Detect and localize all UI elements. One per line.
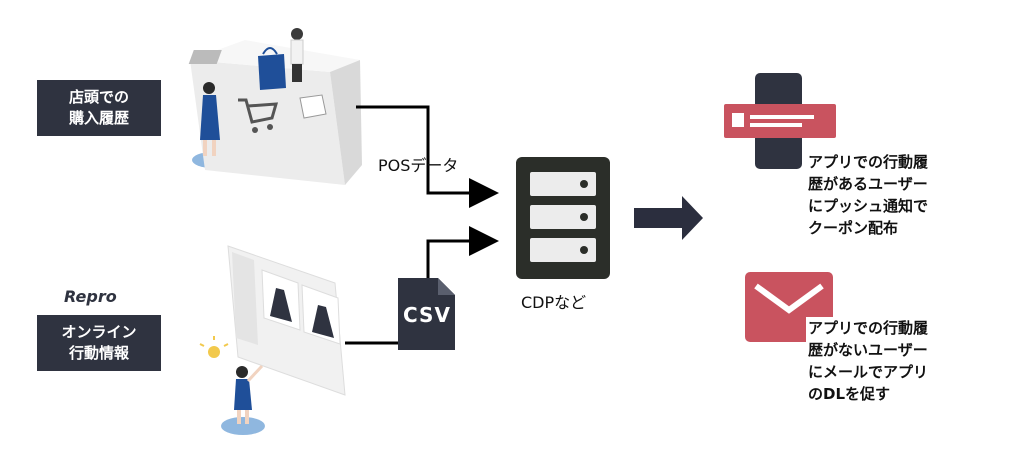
mail-line: にメールでアプリ bbox=[808, 363, 929, 381]
mail-description: アプリでの行動履 歴がないユーザー にメールでアプリ のDLを促す bbox=[806, 317, 931, 405]
push-description: アプリでの行動履 歴があるユーザー にプッシュ通知で クーポン配布 bbox=[806, 151, 931, 239]
store-counter-illustration bbox=[188, 28, 362, 185]
store-purchase-label: 店頭での 購入履歴 bbox=[37, 80, 161, 136]
push-line: にプッシュ通知で bbox=[808, 197, 929, 215]
push-notification-icon bbox=[724, 73, 836, 169]
shopper-figure bbox=[234, 364, 264, 424]
online-behavior-label: オンライン 行動情報 bbox=[37, 315, 161, 371]
dress-icon bbox=[270, 288, 292, 322]
csv-file-icon bbox=[398, 278, 455, 350]
customer-figure bbox=[200, 82, 220, 156]
online-screen-illustration bbox=[199, 245, 346, 435]
pos-flow-arrow bbox=[356, 105, 499, 208]
clerk-figure bbox=[290, 28, 304, 82]
online-label-line2: 行動情報 bbox=[68, 344, 129, 362]
push-line: 歴があるユーザー bbox=[808, 175, 928, 193]
mail-line: アプリでの行動履 bbox=[808, 319, 929, 337]
cart-icon bbox=[238, 98, 279, 133]
output-arrow-icon bbox=[634, 196, 703, 240]
store-label-line2: 購入履歴 bbox=[68, 109, 129, 127]
server-icon bbox=[516, 157, 610, 279]
pos-data-label: POSデータ bbox=[378, 156, 459, 175]
csv-label: CSV bbox=[403, 303, 451, 327]
store-label-line1: 店頭での bbox=[68, 88, 129, 106]
online-label-line1: オンライン bbox=[61, 323, 137, 341]
shopping-bag-icon bbox=[258, 47, 286, 90]
dress-icon bbox=[312, 305, 334, 338]
lightbulb-icon bbox=[199, 336, 229, 358]
push-line: クーポン配布 bbox=[808, 219, 899, 237]
push-line: アプリでの行動履 bbox=[808, 153, 929, 171]
mail-line: 歴がないユーザー bbox=[808, 341, 928, 359]
mail-line: のDLを促す bbox=[808, 385, 891, 403]
repro-logo: Repro bbox=[64, 287, 117, 306]
cdp-label: CDPなど bbox=[521, 293, 587, 312]
